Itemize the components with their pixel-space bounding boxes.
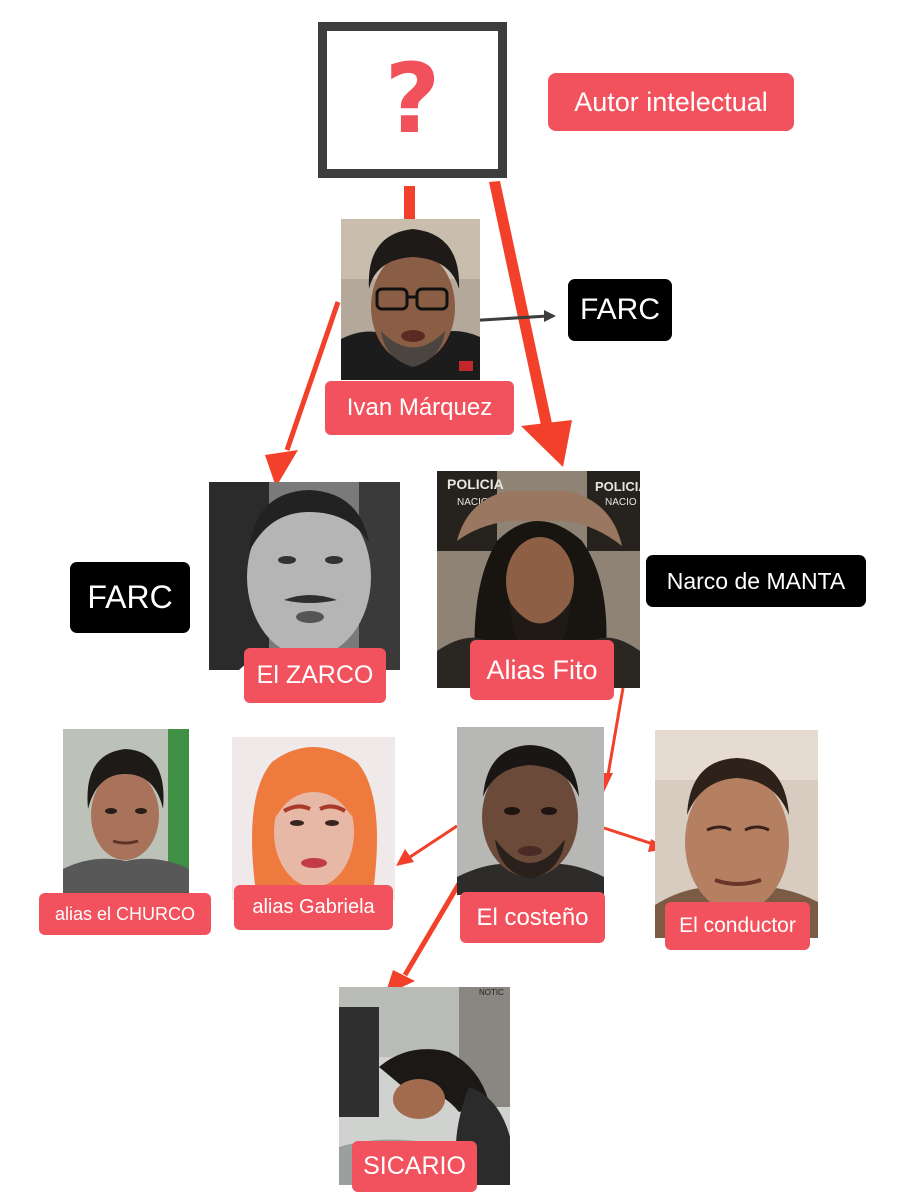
portrait-ivan bbox=[341, 219, 480, 380]
connector-box-to-ivan bbox=[404, 186, 415, 220]
sicario-label: SICARIO bbox=[352, 1141, 477, 1192]
portrait-costeno bbox=[457, 727, 604, 895]
autor-intelectual-label: Autor intelectual bbox=[548, 73, 794, 131]
portrait-zarco bbox=[209, 482, 400, 670]
portrait-churco bbox=[63, 729, 189, 897]
question-mark: ? bbox=[384, 43, 441, 155]
el-costeno-label: El costeño bbox=[460, 892, 605, 943]
farc-tag-zarco: FARC bbox=[70, 562, 190, 633]
churco-photo bbox=[63, 729, 189, 897]
arrow-ivan-to-zarco bbox=[265, 301, 341, 487]
arrow-box-to-fito bbox=[489, 181, 572, 467]
churco-label: alias el CHURCO bbox=[39, 893, 211, 935]
gabriela-photo bbox=[232, 737, 395, 900]
arrow-costeno-to-sicario bbox=[385, 880, 463, 995]
arrow-costeno-to-gabriela bbox=[396, 824, 458, 866]
watermark-text: NOTIC bbox=[479, 988, 504, 997]
vest-sub-left: NACIO bbox=[457, 497, 489, 508]
el-conductor-label: El conductor bbox=[665, 902, 810, 950]
portrait-gabriela bbox=[232, 737, 395, 900]
gabriela-label: alias Gabriela bbox=[234, 885, 393, 930]
vest-text-right: POLICIA bbox=[595, 479, 640, 494]
vest-sub-right: NACIO bbox=[605, 497, 637, 508]
farc-tag-ivan: FARC bbox=[568, 279, 672, 341]
el-zarco-photo bbox=[209, 482, 400, 670]
ivan-marquez-photo bbox=[341, 219, 480, 380]
alias-fito-label: Alias Fito bbox=[470, 640, 614, 700]
narco-de-manta-tag: Narco de MANTA bbox=[646, 555, 866, 607]
ivan-marquez-label: Ivan Márquez bbox=[325, 381, 514, 435]
unknown-mastermind-box: ? bbox=[318, 22, 507, 178]
el-zarco-label: El ZARCO bbox=[244, 648, 386, 703]
vest-text-left: POLICIA bbox=[447, 476, 504, 492]
el-costeno-photo bbox=[457, 727, 604, 895]
